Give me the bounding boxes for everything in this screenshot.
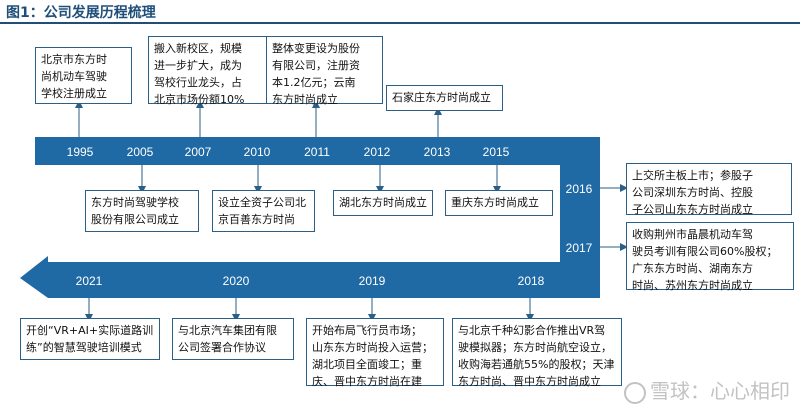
- event-box-2016: 上交所主板上市；参股子 公司深圳东方时尚、控股 子公司山东东方时尚成立: [626, 163, 792, 216]
- year-label: 2016: [566, 182, 593, 196]
- event-box-2018: 与北京千种幻影合作推出VR驾 驶模拟器；东方时尚航空设立， 收购海若通航55%的…: [452, 318, 622, 388]
- figure-title: 图1：公司发展历程梳理: [6, 5, 156, 21]
- event-box-2011: 整体变更设为股份 有限公司，注册资 本1.2亿元；云南 东方时尚成立: [266, 36, 383, 106]
- event-box-2012: 湖北东方时尚成立: [333, 190, 433, 216]
- event-box-2013: 石家庄东方时尚成立: [386, 85, 503, 111]
- event-box-1995: 北京市东方时 尚机动车驾驶 学校注册成立: [35, 47, 132, 104]
- year-label: 2007: [185, 145, 212, 159]
- timeline-band: [20, 137, 600, 298]
- year-label: 2011: [304, 145, 330, 159]
- event-box-2010: 设立全资子公司北 京百善东方时尚: [212, 190, 315, 232]
- year-label: 2013: [424, 145, 451, 159]
- event-box-2005: 东方时尚驾驶学校 股份有限公司成立: [85, 190, 199, 232]
- event-box-2015: 重庆东方时尚成立: [445, 190, 553, 216]
- event-box-2021: 开创“VR+AI+实际道路训 练”的智慧驾驶培训模式: [20, 318, 160, 360]
- event-box-2017: 收购荆州市晶晨机动车驾 驶员考训有限公司60%股权； 广东东方时尚、湖南东方 时…: [626, 222, 794, 292]
- watermark-text: 雪球：心心相印: [650, 379, 790, 403]
- year-label: 2017: [566, 241, 593, 255]
- event-box-2020: 与北京汽车集团有限 公司签署合作协议: [172, 318, 294, 360]
- year-label: 2019: [359, 274, 386, 288]
- event-box-2019: 开始布局飞行员市场； 山东东方时尚投入运营； 湖北项目全面竣工；重 庆、晋中东方…: [306, 318, 444, 388]
- snowball-logo-icon: [624, 381, 646, 404]
- year-label: 2018: [518, 274, 545, 288]
- watermark: 雪球：心心相印: [624, 375, 790, 404]
- title-rule: [0, 22, 800, 24]
- year-label: 1995: [67, 145, 94, 159]
- year-label: 2015: [483, 145, 510, 159]
- year-label: 2021: [76, 274, 103, 288]
- year-label: 2020: [223, 274, 250, 288]
- year-label: 2005: [127, 145, 154, 159]
- event-box-2007: 搬入新校区，规模 进一步扩大，成为 驾校行业龙头，占 北京市场份额10%: [148, 36, 270, 106]
- year-label: 2010: [244, 145, 271, 159]
- year-label: 2012: [364, 145, 391, 159]
